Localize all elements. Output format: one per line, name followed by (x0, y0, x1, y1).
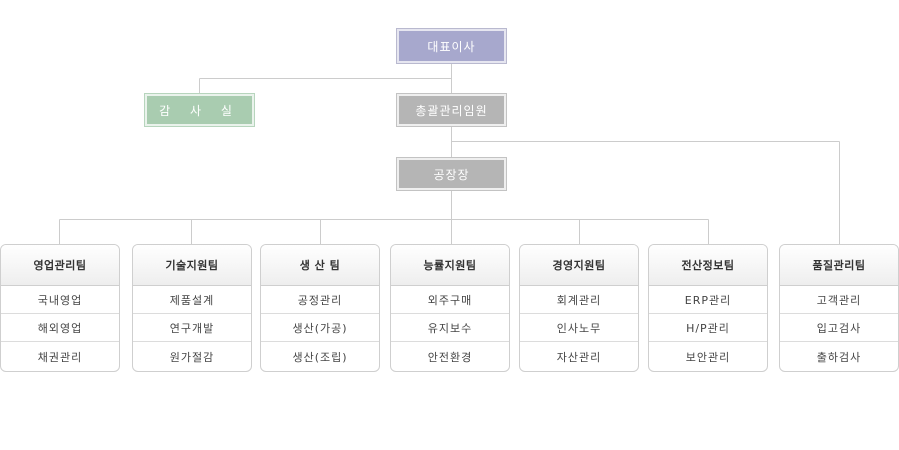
team-title: 영업관리팀 (1, 245, 119, 286)
team-title: 생 산 팀 (261, 245, 379, 286)
team-duty: 채권관리 (37, 350, 83, 364)
ceo-node: 대표이사 (397, 29, 506, 63)
team-title: 품질관리팀 (780, 245, 898, 286)
team-duty: 외주구매 (391, 286, 509, 314)
team-duty: 고객관리 (780, 286, 898, 314)
general-manager-node: 총괄관리임원 (397, 94, 506, 126)
team-duty: 원가절감 (169, 350, 215, 364)
team-duty: 입고검사 (780, 314, 898, 342)
team-title: 능률지원팀 (391, 245, 509, 286)
team-quality-management: 품질관리팀 고객관리 입고검사 출하검사 (779, 244, 899, 372)
team-duty: 회계관리 (520, 286, 638, 314)
team-title: 경영지원팀 (520, 245, 638, 286)
audit-office-node: 감 사 실 (145, 94, 254, 126)
team-duty: 생산(조립) (292, 350, 348, 364)
team-duty: 연구개발 (133, 314, 251, 342)
team-production: 생 산 팀 공정관리 생산(가공) 생산(조립) (260, 244, 380, 372)
team-duty: 국내영업 (1, 286, 119, 314)
team-efficiency-support: 능률지원팀 외주구매 유지보수 안전환경 (390, 244, 510, 372)
team-duty: 인사노무 (520, 314, 638, 342)
team-duty: 해외영업 (1, 314, 119, 342)
team-duty: H/P관리 (649, 314, 767, 342)
team-duty: 공정관리 (261, 286, 379, 314)
team-technical-support: 기술지원팀 제품설계 연구개발 원가절감 (132, 244, 252, 372)
team-it-information: 전산정보팀 ERP관리 H/P관리 보안관리 (648, 244, 768, 372)
team-duty: ERP관리 (649, 286, 767, 314)
team-sales-management: 영업관리팀 국내영업 해외영업 채권관리 (0, 244, 120, 372)
audit-office-label: 감 사 실 (159, 103, 240, 118)
team-title: 기술지원팀 (133, 245, 251, 286)
team-duty: 보안관리 (685, 350, 731, 364)
team-duty: 생산(가공) (261, 314, 379, 342)
team-title: 전산정보팀 (649, 245, 767, 286)
team-duty: 유지보수 (391, 314, 509, 342)
team-duty: 안전환경 (427, 350, 473, 364)
team-duty: 출하검사 (816, 350, 862, 364)
team-duty: 제품설계 (133, 286, 251, 314)
ceo-label: 대표이사 (427, 39, 476, 54)
team-management-support: 경영지원팀 회계관리 인사노무 자산관리 (519, 244, 639, 372)
plant-manager-node: 공장장 (397, 158, 506, 190)
plant-manager-label: 공장장 (433, 167, 470, 182)
team-duty: 자산관리 (556, 350, 602, 364)
general-manager-label: 총괄관리임원 (415, 103, 488, 118)
